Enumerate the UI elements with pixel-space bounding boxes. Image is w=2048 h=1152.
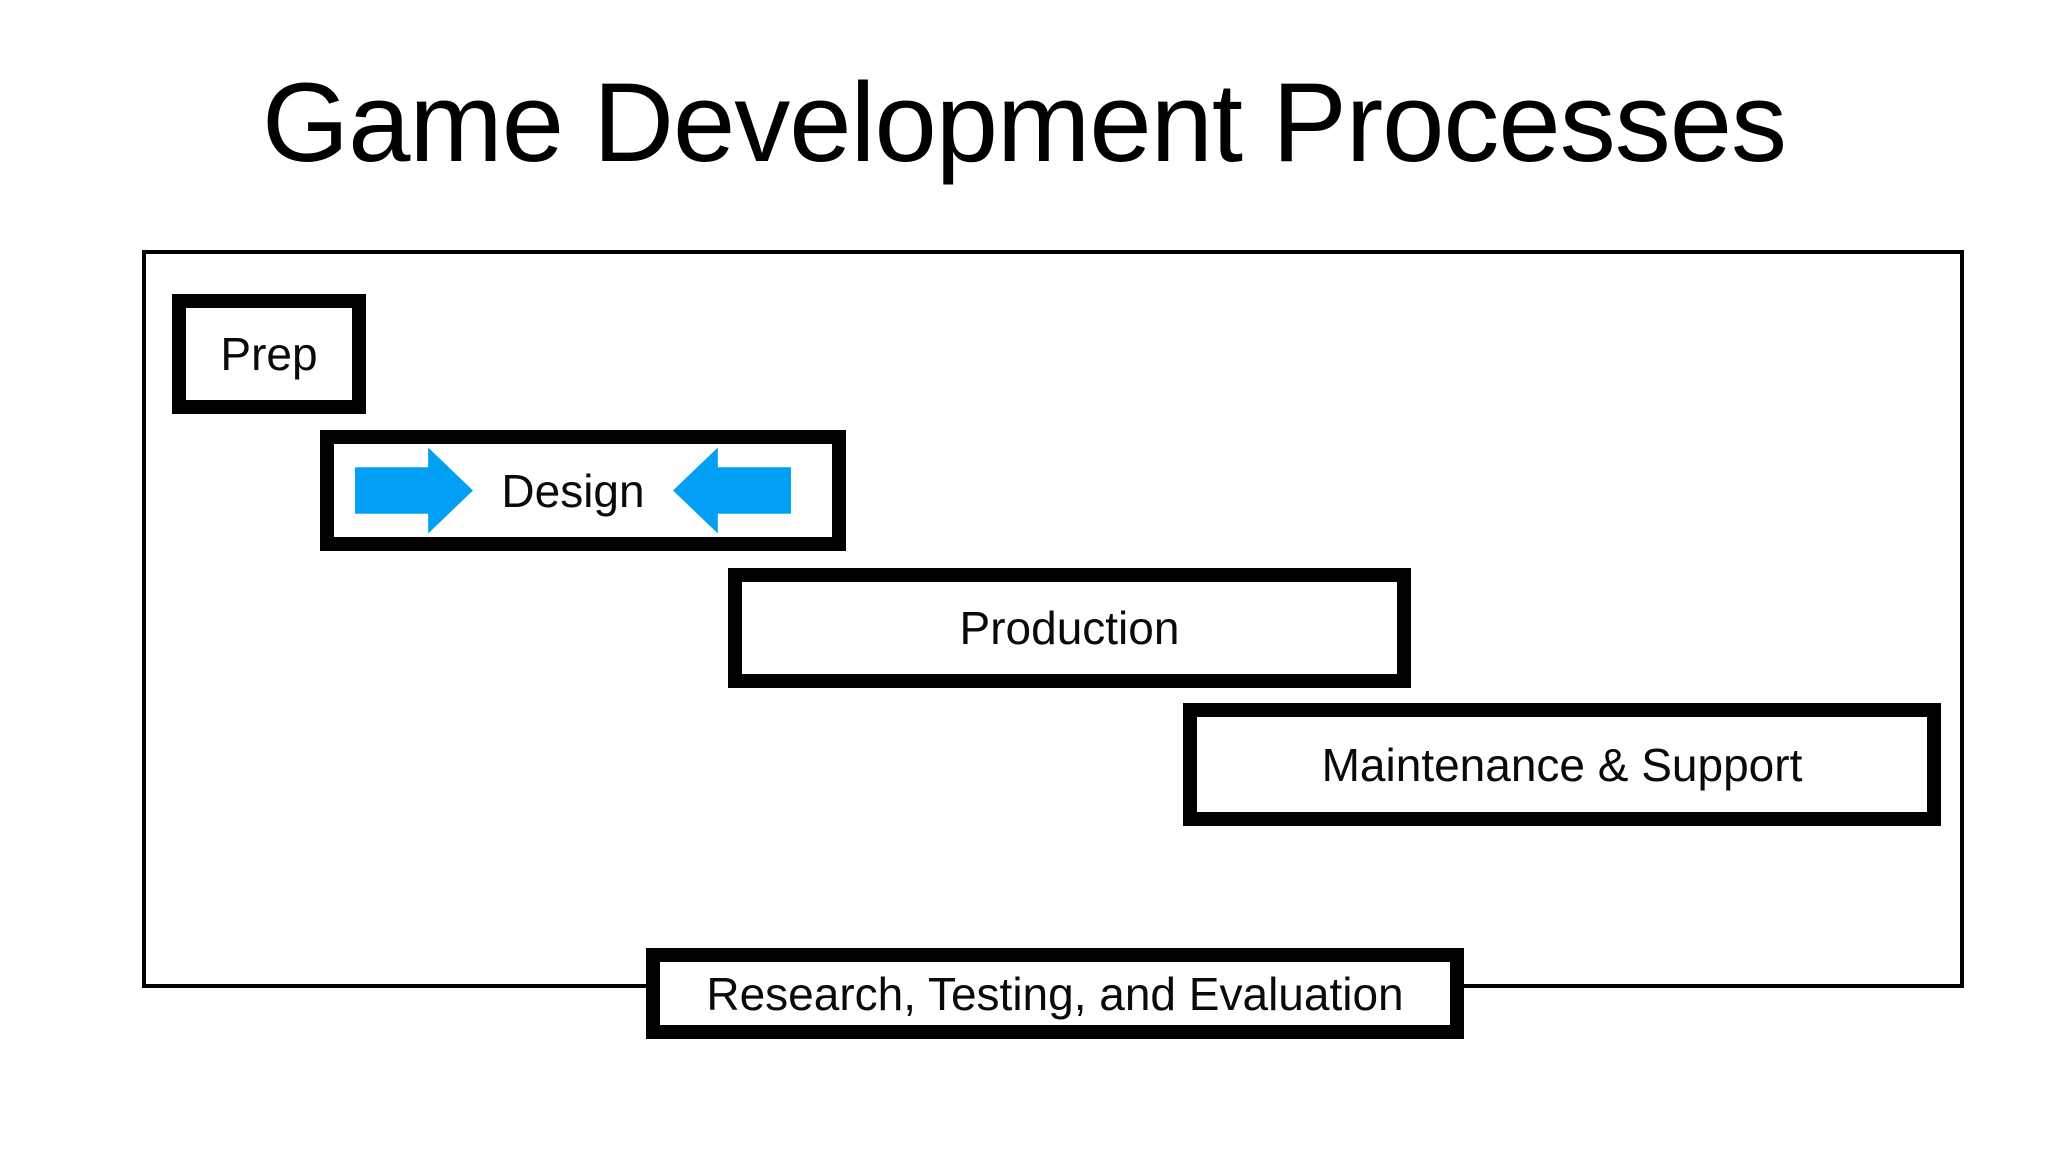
process-box-prep-label: Prep xyxy=(220,328,318,380)
process-box-design-label: Design xyxy=(501,464,645,517)
page-title: Game Development Processes xyxy=(261,60,1787,185)
process-box-design: Design xyxy=(320,430,846,551)
process-box-research-label: Research, Testing, and Evaluation xyxy=(706,967,1404,1020)
arrow-right-icon xyxy=(355,447,473,534)
process-box-maintenance: Maintenance & Support xyxy=(1183,703,1941,826)
process-box-production-label: Production xyxy=(959,602,1180,654)
process-box-maintenance-label: Maintenance & Support xyxy=(1321,738,1803,791)
process-box-production: Production xyxy=(728,568,1411,688)
process-box-prep: Prep xyxy=(172,294,366,414)
arrow-left-icon xyxy=(672,447,791,534)
process-box-research: Research, Testing, and Evaluation xyxy=(646,948,1464,1039)
